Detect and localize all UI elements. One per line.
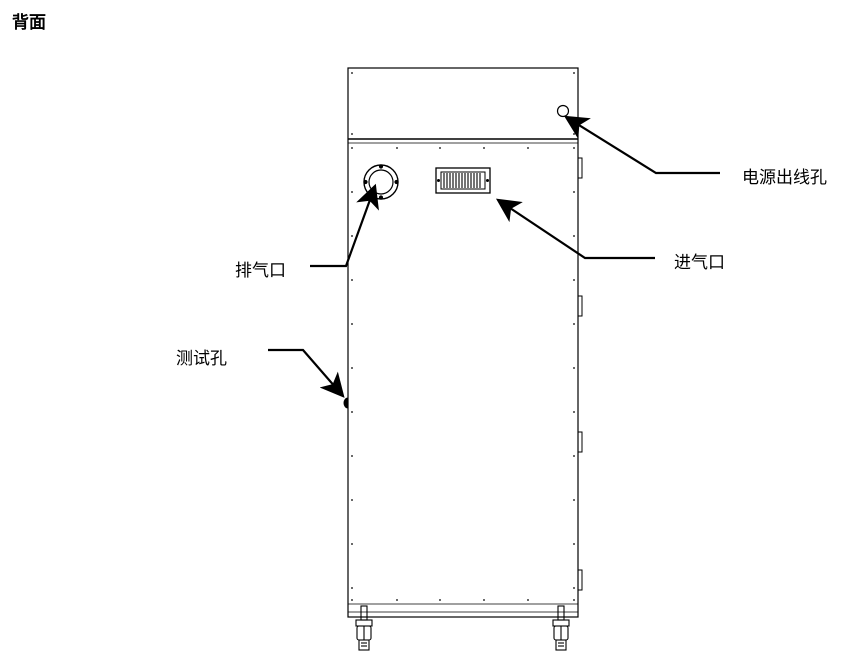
page-title: 背面 (12, 13, 46, 33)
intake-leader (495, 198, 655, 260)
panel-screws (351, 72, 575, 601)
door-hinges (577, 157, 583, 591)
exhaust-leader (310, 183, 379, 268)
power-outlet-label: 电源出线孔 (742, 168, 827, 188)
test-hole (343, 397, 349, 409)
intake-label: 进气口 (674, 253, 725, 273)
test-hole-label: 测试孔 (176, 349, 227, 369)
left-caster (355, 605, 373, 651)
power-outlet-hole (556, 104, 570, 118)
power-outlet-leader (563, 115, 720, 175)
exhaust-port (363, 164, 399, 200)
cabinet-body (347, 67, 579, 618)
exhaust-label: 排气口 (235, 261, 286, 281)
test-hole-leader (268, 348, 345, 398)
intake-vent (435, 167, 491, 194)
right-caster (552, 605, 570, 651)
